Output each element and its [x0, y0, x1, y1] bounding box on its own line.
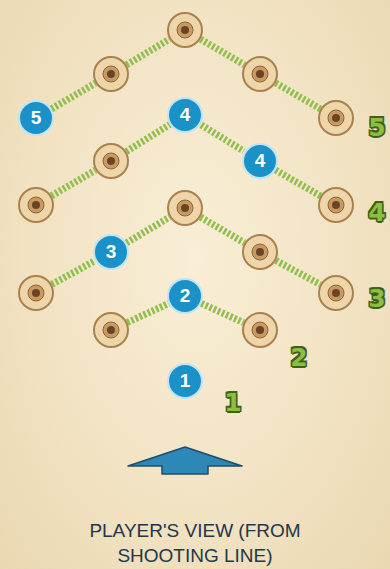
pin-link	[126, 217, 169, 243]
caption: PLAYER'S VIEW (FROM SHOOTING LINE)	[70, 518, 320, 568]
numbered-pin: 2	[167, 278, 203, 314]
pin-dot	[107, 157, 115, 165]
pin-base	[319, 188, 353, 222]
empty-pin	[319, 276, 353, 310]
pin-ring	[103, 322, 119, 338]
pin-ring	[103, 153, 119, 169]
pin-number: 4	[180, 104, 191, 126]
pin-dot	[107, 326, 115, 334]
pin-number: 3	[106, 241, 117, 263]
pin-ring	[252, 66, 268, 82]
empty-pin	[319, 101, 353, 135]
pin-base	[94, 144, 128, 178]
empty-pin	[94, 57, 128, 91]
pin-link	[52, 83, 96, 109]
numbered-pin: 1	[167, 363, 203, 399]
pin-ring	[328, 197, 344, 213]
row-number: 2	[290, 343, 307, 372]
empty-pin	[243, 313, 277, 347]
row-number: 4	[368, 198, 385, 227]
pin-dot	[256, 70, 264, 78]
pin-circle-shape	[94, 235, 128, 269]
row-number: 3	[368, 284, 385, 313]
empty-pin	[94, 313, 128, 347]
pin-ring	[252, 244, 268, 260]
pin-ring	[177, 200, 193, 216]
caption-box: PLAYER'S VIEW (FROM SHOOTING LINE)	[0, 518, 390, 568]
pin-dot	[181, 26, 189, 34]
empty-pin	[319, 188, 353, 222]
pin-base	[243, 57, 277, 91]
pin-circle-shape	[243, 144, 277, 178]
pin-base	[19, 276, 53, 310]
pin-ring	[252, 322, 268, 338]
pin-ring	[28, 197, 44, 213]
pin-base	[243, 235, 277, 269]
pin-base	[168, 13, 202, 47]
pin-number: 2	[180, 285, 191, 307]
pin-base	[19, 188, 53, 222]
pin-dot	[332, 201, 340, 209]
pin-circle-shape	[168, 98, 202, 132]
pin-ring	[328, 110, 344, 126]
pin-number: 5	[31, 107, 42, 129]
pin-base	[94, 57, 128, 91]
pin-link	[126, 125, 169, 152]
empty-pin	[19, 188, 53, 222]
pin-link	[127, 304, 168, 323]
pin-number: 1	[180, 370, 191, 392]
row-number: 5	[368, 113, 385, 142]
numbered-pin: 5	[18, 100, 54, 136]
pin-dot	[32, 289, 40, 297]
pin-base	[94, 313, 128, 347]
pin-dot	[332, 289, 340, 297]
pin-link	[52, 261, 95, 285]
pin-ring	[328, 285, 344, 301]
pin-ring	[177, 22, 193, 38]
empty-pin	[19, 276, 53, 310]
empty-pin	[168, 191, 202, 225]
pin-link	[52, 170, 96, 196]
pin-link	[276, 261, 320, 285]
pin-link	[126, 39, 169, 65]
pin-ring	[28, 285, 44, 301]
empty-pin	[94, 144, 128, 178]
numbered-pin: 4	[242, 143, 278, 179]
pin-circle-shape	[19, 101, 53, 135]
pin-dot	[181, 204, 189, 212]
pin-link	[201, 125, 244, 151]
pin-base	[319, 101, 353, 135]
pin-dot	[332, 114, 340, 122]
pin-base	[168, 191, 202, 225]
row-number: 1	[224, 388, 241, 417]
pin-ring	[103, 66, 119, 82]
pin-base	[319, 276, 353, 310]
shooting-direction-arrow	[128, 447, 242, 474]
numbered-pin: 4	[167, 97, 203, 133]
empty-pin	[243, 235, 277, 269]
pin-dot	[107, 70, 115, 78]
pin-circle-shape	[168, 279, 202, 313]
pin-link	[276, 170, 321, 196]
pin-link	[201, 303, 243, 322]
pin-base	[243, 313, 277, 347]
pin-number: 4	[255, 150, 266, 172]
pin-dot	[32, 201, 40, 209]
empty-pin	[168, 13, 202, 47]
pin-link	[201, 217, 245, 243]
pin-circle-shape	[168, 364, 202, 398]
numbered-pin: 3	[93, 234, 129, 270]
pin-dot	[256, 326, 264, 334]
pin-link	[201, 39, 245, 65]
empty-pin	[243, 57, 277, 91]
pin-link	[276, 83, 321, 109]
pin-dot	[256, 248, 264, 256]
